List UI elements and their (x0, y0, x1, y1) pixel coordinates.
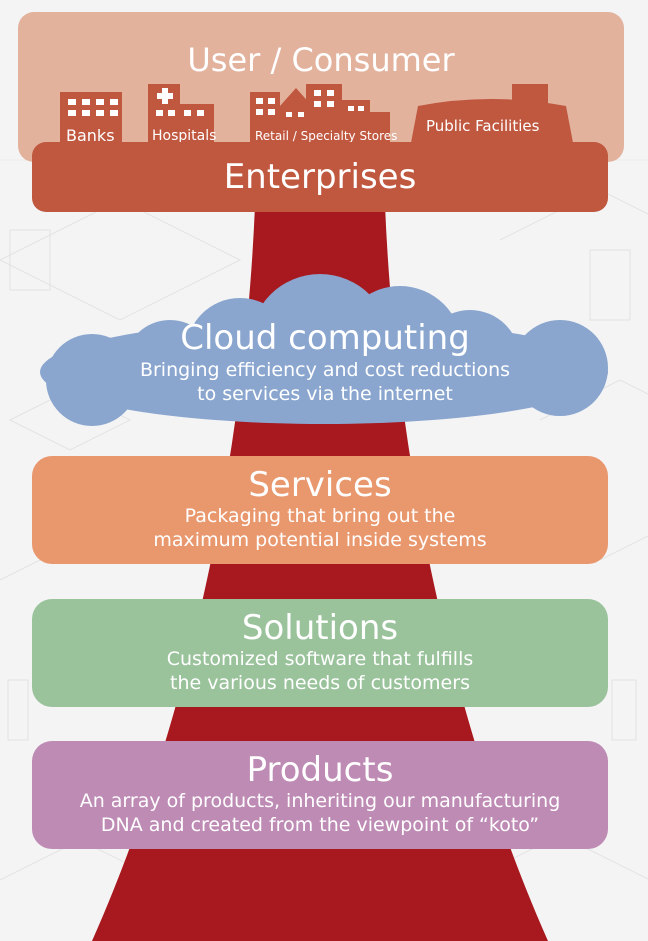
solutions-description-line-1: Customized software that fulfills (166, 648, 474, 670)
retail-store-building-icon (250, 84, 390, 148)
sector-label-hospitals: Hospitals (152, 128, 217, 144)
bank-building-icon (60, 92, 122, 148)
services-title: Services (248, 465, 392, 505)
products-description-line-1: An array of products, inheriting our man… (79, 790, 561, 812)
public-facility-building-icon (410, 84, 574, 148)
solutions-panel: Solutions Customized software that fulfi… (32, 599, 608, 707)
solutions-description-line-2: the various needs of customers (170, 672, 470, 694)
products-panel: Products An array of products, inheritin… (32, 741, 608, 849)
cloud-computing-title: Cloud computing (180, 318, 470, 358)
cloud-computing-description-line-1: Bringing efficiency and cost reductions (139, 359, 511, 381)
sector-label-public-facilities: Public Facilities (426, 117, 540, 135)
enterprises-panel: Enterprises (32, 142, 608, 212)
services-description-line-2: maximum potential inside systems (153, 529, 487, 551)
cloud-computing-panel: Cloud computing Bringing efficiency and … (60, 318, 590, 406)
enterprises-title: Enterprises (223, 157, 417, 197)
cloud-computing-description-line-2: to services via the internet (197, 383, 453, 405)
sector-label-banks: Banks (66, 126, 115, 145)
services-description-line-1: Packaging that bring out the (184, 505, 456, 527)
solutions-title: Solutions (241, 608, 399, 648)
user-consumer-title: User / Consumer (187, 41, 455, 79)
hospital-building-icon (148, 84, 214, 148)
products-title: Products (246, 750, 394, 790)
products-description-line-2: DNA and created from the viewpoint of “k… (100, 814, 540, 836)
services-panel: Services Packaging that bring out the ma… (32, 456, 608, 564)
sector-label-retail: Retail / Specialty Stores (255, 129, 398, 143)
